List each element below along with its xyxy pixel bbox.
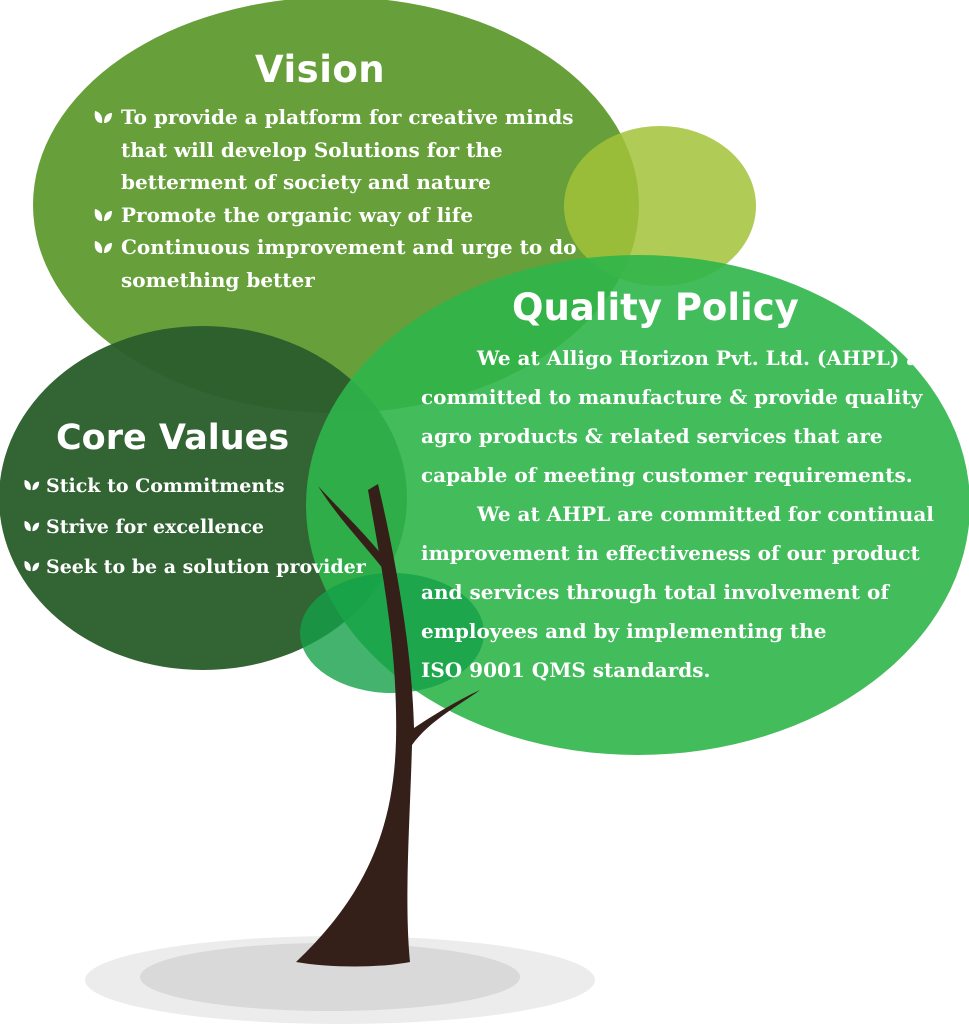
vision-item: To provide a platform for creative minds… xyxy=(94,101,581,199)
core-value-text: Seek to be a solution provider xyxy=(46,556,366,578)
core-values-list: Stick to Commitments Strive for excellen… xyxy=(24,466,406,588)
core-values-title: Core Values xyxy=(56,418,290,458)
quality-policy-text: We at Alligo Horizon Pvt. Ltd. (AHPL) ar… xyxy=(421,339,961,690)
vision-item: Continuous improvement and urge to do so… xyxy=(94,231,581,296)
ground-shadow-inner xyxy=(140,943,520,1011)
vision-item-text: Promote the organic way of life xyxy=(121,202,474,227)
leaf-bullet-icon xyxy=(94,208,112,221)
vision-item-text: To provide a platform for creative minds… xyxy=(121,105,574,194)
leaf-bullet-icon xyxy=(94,111,112,123)
core-values-bubble xyxy=(0,326,407,670)
vision-list: To provide a platform for creative minds… xyxy=(94,101,581,296)
core-value-item: Strive for excellence xyxy=(24,507,406,548)
quality-policy-paragraph: ISO 9001 QMS standards. xyxy=(421,658,711,682)
leaf-bullet-icon xyxy=(24,520,40,531)
leaf-bullet-icon xyxy=(94,241,112,253)
vision-item-text: Continuous improvement and urge to do so… xyxy=(121,235,577,292)
lime-accent-bubble xyxy=(564,126,756,286)
tree-branch-left xyxy=(318,486,386,570)
quality-policy-paragraph: We at Alligo Horizon Pvt. Ltd. (AHPL) ar… xyxy=(421,346,943,487)
quality-policy-title: Quality Policy xyxy=(512,286,799,329)
tree-trunk xyxy=(296,484,480,967)
core-value-text: Stick to Commitments xyxy=(46,475,285,497)
leaf-bullet-icon xyxy=(24,479,40,491)
core-value-item: Stick to Commitments xyxy=(24,466,406,507)
vision-item: Promote the organic way of life xyxy=(94,199,581,232)
vision-title: Vision xyxy=(255,48,386,91)
quality-policy-paragraph: We at AHPL are committed for continual i… xyxy=(421,502,934,643)
core-value-text: Strive for excellence xyxy=(46,515,265,538)
core-value-item: Seek to be a solution provider xyxy=(24,547,406,588)
leaf-bullet-icon xyxy=(24,560,40,572)
